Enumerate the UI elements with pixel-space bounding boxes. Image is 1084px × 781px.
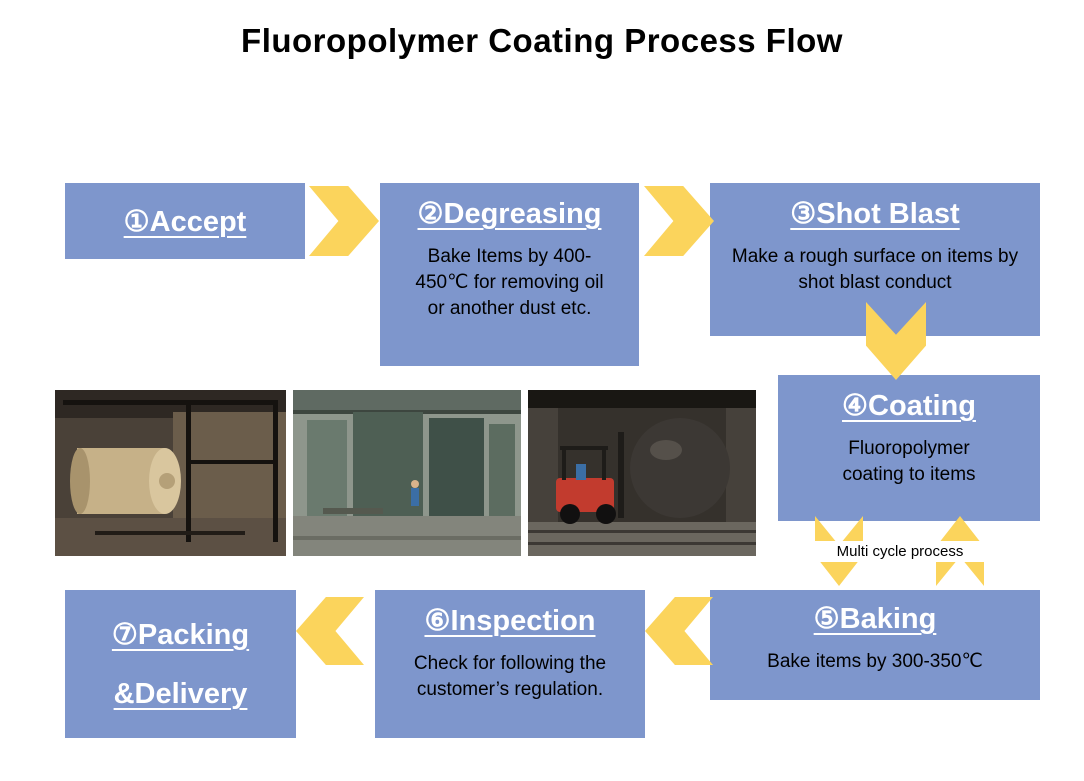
step-coating-description: Fluoropolymer coating to items xyxy=(842,438,976,486)
step-coating-label: ④Coating xyxy=(842,390,976,422)
step-accept-box: ①Accept xyxy=(65,183,305,259)
step-baking-description: Bake items by 300-350℃ xyxy=(767,651,983,672)
arrow-inspection-to-packing xyxy=(296,597,364,665)
step-delivery-label: &Delivery xyxy=(113,678,248,711)
arrow-baking-to-inspection xyxy=(645,597,713,665)
step-coating-box: ④Coating Fluoropolymer coating to items xyxy=(778,375,1040,521)
step-baking-header: ⑤Baking xyxy=(710,601,1040,636)
arrow-degreasing-to-shotblast xyxy=(644,186,714,256)
forklift-photo xyxy=(528,390,756,556)
step-inspection-box: ⑥Inspection Check for following the cust… xyxy=(375,590,645,738)
step-shotblast-box: ③Shot Blast Make a rough surface on item… xyxy=(710,183,1040,336)
step-packing-header: ⑦Packing xyxy=(112,617,249,652)
step-baking-label: ⑤Baking xyxy=(813,603,937,635)
arrow-accept-to-degreasing xyxy=(309,186,379,256)
step-degreasing-header: ②Degreasing xyxy=(380,196,639,231)
blast-booth-photo xyxy=(55,390,286,556)
step-inspection-label: ⑥Inspection xyxy=(424,605,596,637)
step-inspection-description: Check for following the customer’s regul… xyxy=(413,653,607,701)
step-accept-header: ①Accept xyxy=(124,204,247,239)
step-accept-label: ①Accept xyxy=(123,205,247,238)
step-degreasing-label: ②Degreasing xyxy=(417,198,602,230)
step-shotblast-description: Make a rough surface on items by shot bl… xyxy=(731,246,1019,294)
step-delivery-header: &Delivery xyxy=(114,678,248,711)
step-coating-header: ④Coating xyxy=(778,388,1040,423)
multi-cycle-process-label: Multi cycle process xyxy=(806,541,994,562)
step-baking-box: ⑤Baking Bake items by 300-350℃ xyxy=(710,590,1040,700)
step-degreasing-description: Bake Items by 400-450℃ for removing oil … xyxy=(415,246,604,320)
step-packing-delivery-box: ⑦Packing &Delivery xyxy=(65,590,296,738)
step-shotblast-label: ③Shot Blast xyxy=(790,198,960,230)
step-degreasing-box: ②Degreasing Bake Items by 400-450℃ for r… xyxy=(380,183,639,366)
step-inspection-header: ⑥Inspection xyxy=(375,603,645,638)
page-title: Fluoropolymer Coating Process Flow xyxy=(241,22,843,59)
step-packing-label: ⑦Packing xyxy=(111,618,250,651)
step-shotblast-header: ③Shot Blast xyxy=(710,196,1040,231)
coating-workshop-photo xyxy=(293,390,521,556)
